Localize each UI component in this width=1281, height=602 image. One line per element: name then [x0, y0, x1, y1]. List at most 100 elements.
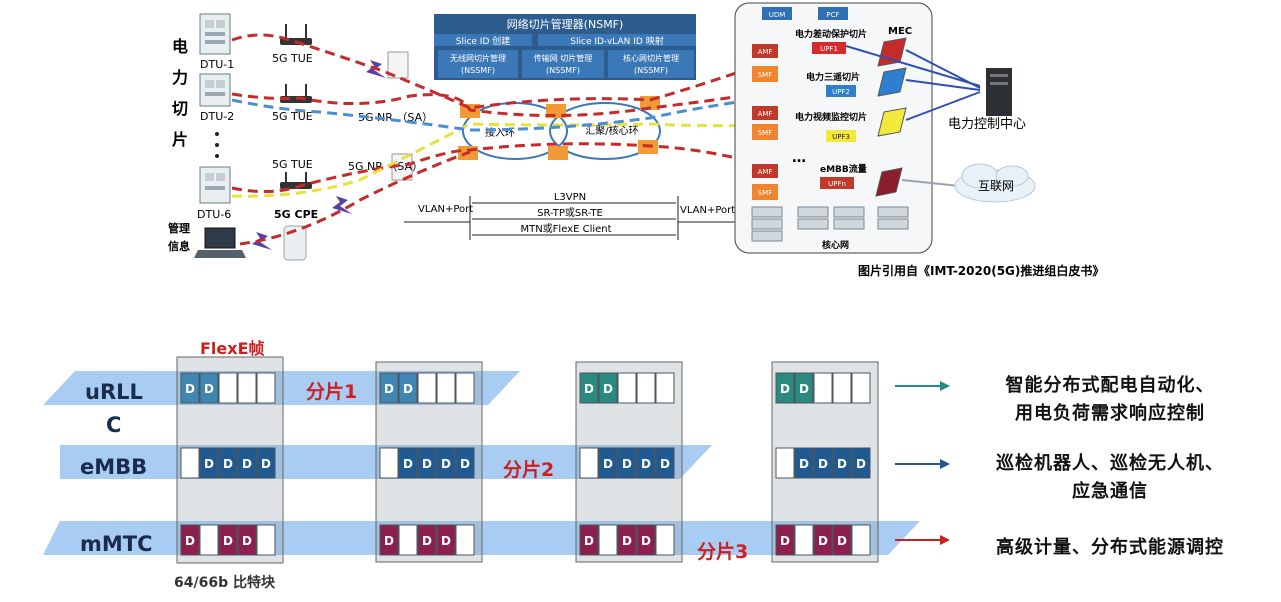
data-block-label: D	[799, 457, 809, 471]
server-3-icon	[877, 107, 907, 137]
empty-block	[636, 372, 656, 404]
vlan-right-label: VLAN+Port	[680, 205, 735, 216]
data-block	[775, 524, 795, 556]
data-block	[398, 372, 418, 404]
data-block	[455, 447, 475, 479]
desc-embb-line1: 巡检机器人、巡检无人机、	[996, 453, 1224, 474]
data-block-label: D	[460, 457, 470, 471]
radio-bolt-2-icon	[332, 196, 352, 214]
data-block-label: D	[384, 534, 394, 548]
upf3-box	[826, 130, 856, 142]
empty-block	[436, 372, 456, 404]
data-block	[832, 524, 852, 556]
data-block-label: D	[185, 534, 195, 548]
dtu-2-icon	[199, 73, 231, 107]
empty-block	[851, 524, 871, 556]
smf-label-3: SMF	[758, 189, 773, 197]
empty-block	[180, 447, 200, 479]
tue-router-2-icon	[280, 84, 312, 103]
smf-label-2: SMF	[758, 129, 773, 137]
data-block-label: D	[641, 534, 651, 548]
srtp-label: SR-TP或SR-TE	[537, 207, 603, 219]
data-block-label: D	[204, 457, 214, 471]
server-4-icon	[875, 167, 903, 197]
nsmf-bar-1: Slice ID 创建	[456, 35, 511, 47]
pcf-box	[818, 7, 848, 20]
empty-block	[655, 372, 675, 404]
upf1-label: UPF1	[820, 45, 838, 53]
radio-bolt-1-icon	[366, 60, 386, 78]
data-block	[579, 524, 599, 556]
amf-label-1: AMF	[758, 48, 773, 56]
data-block	[398, 447, 418, 479]
data-block	[417, 524, 437, 556]
empty-block	[813, 372, 833, 404]
data-block-label: D	[603, 382, 613, 396]
data-block	[436, 447, 456, 479]
side-char-1: 电	[172, 37, 188, 56]
vlan-left-label: VLAN+Port	[418, 204, 473, 215]
row-label-embb: eMBB	[80, 455, 148, 479]
cpe-icon	[283, 225, 307, 261]
empty-block	[455, 524, 475, 556]
nsmf-sub-1b: (NSSMF)	[461, 66, 495, 75]
empty-block	[617, 372, 637, 404]
nsmf-sub-2a: 传输网 切片管理	[534, 53, 593, 63]
data-block-label: D	[837, 457, 847, 471]
empty-block	[237, 372, 257, 404]
amf-smf-stack-2	[752, 106, 778, 140]
data-block-label: D	[403, 382, 413, 396]
data-block-label: D	[584, 382, 594, 396]
upfn-label: UPFn	[828, 180, 846, 188]
data-block	[794, 372, 814, 404]
data-block	[617, 524, 637, 556]
server-2-icon	[877, 67, 907, 97]
tue-3-label: 5G TUE	[272, 158, 313, 171]
data-block	[199, 372, 219, 404]
upf1-box	[812, 42, 846, 54]
data-block-label: D	[818, 534, 828, 548]
data-block	[436, 524, 456, 556]
laptop-icon	[194, 227, 246, 258]
slice-2-label: 分片2	[503, 459, 555, 481]
empty-block	[417, 372, 437, 404]
data-block-label: D	[261, 457, 271, 471]
row-label-mmtc: mMTC	[80, 532, 153, 556]
empty-block	[655, 524, 675, 556]
data-block	[180, 524, 200, 556]
data-block	[417, 447, 437, 479]
data-block	[598, 372, 618, 404]
data-block	[256, 447, 276, 479]
udm-label: UDM	[769, 11, 786, 19]
data-block-label: D	[660, 457, 670, 471]
empty-block	[218, 372, 238, 404]
data-block	[775, 372, 795, 404]
internet-cloud-icon	[954, 163, 1036, 203]
core-dots: …	[792, 150, 806, 166]
data-block-label: D	[584, 534, 594, 548]
empty-block	[379, 447, 399, 479]
upfn-box	[820, 177, 854, 189]
dtu-6-label: DTU-6	[197, 208, 231, 221]
l3vpn-label: L3VPN	[554, 192, 586, 203]
data-block	[794, 447, 814, 479]
empty-block	[832, 372, 852, 404]
data-block-label: D	[384, 382, 394, 396]
empty-block	[256, 524, 276, 556]
data-block-label: D	[422, 457, 432, 471]
row-label-urllc-line2: C	[106, 413, 122, 437]
radio-bolt-3-icon	[252, 232, 272, 250]
link-arrows	[404, 196, 760, 240]
tue-1-label: 5G TUE	[272, 52, 313, 65]
data-block-label: D	[441, 534, 451, 548]
block-label: 64/66b 比特块	[174, 575, 275, 591]
empty-block	[256, 372, 276, 404]
desc-urllc-line1: 智能分布式配电自动化、	[1005, 375, 1215, 396]
nsmf-sub-1a: 无线网切片管理	[450, 53, 506, 63]
data-block-label: D	[818, 457, 828, 471]
data-block	[199, 447, 219, 479]
side-char-3: 切	[172, 99, 188, 118]
slice-4-label: eMBB流量	[820, 163, 867, 175]
empty-block	[598, 524, 618, 556]
